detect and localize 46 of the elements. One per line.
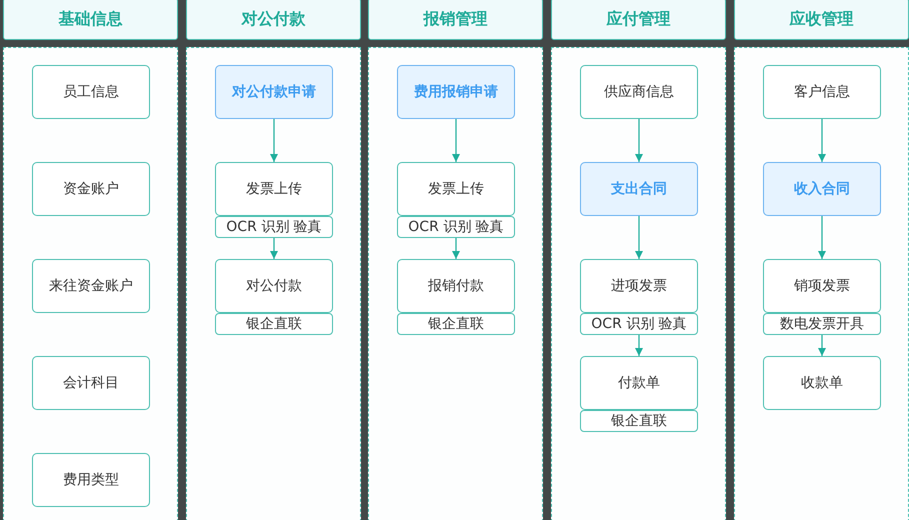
process-box: 报销付款	[397, 259, 515, 313]
arrow	[818, 119, 826, 162]
process-box: 客户信息	[763, 65, 881, 119]
column-header: 应收管理	[734, 0, 909, 40]
process-box: 资金账户	[32, 162, 150, 216]
swimlane-panel	[186, 47, 361, 520]
process-box: 销项发票	[763, 259, 881, 313]
process-box: 进项发票	[580, 259, 698, 313]
swimlane-panel	[551, 47, 726, 520]
process-box: 收款单	[763, 356, 881, 410]
highlighted-process-box: 支出合同	[580, 162, 698, 216]
process-box: 对公付款	[215, 259, 333, 313]
arrow	[270, 238, 278, 259]
process-box: 发票上传	[215, 162, 333, 216]
process-box: 员工信息	[32, 65, 150, 119]
arrow	[635, 119, 643, 162]
highlighted-process-box: 收入合同	[763, 162, 881, 216]
arrow	[270, 119, 278, 162]
swimlane-panel	[3, 47, 178, 520]
column-header: 对公付款	[186, 0, 361, 40]
column-header: 基础信息	[3, 0, 178, 40]
arrow	[635, 216, 643, 259]
arrow	[635, 335, 643, 356]
process-box: 供应商信息	[580, 65, 698, 119]
process-box: 发票上传	[397, 162, 515, 216]
process-tag: OCR 识别 验真	[397, 216, 515, 238]
process-tag: OCR 识别 验真	[580, 313, 698, 335]
process-box: 会计科目	[32, 356, 150, 410]
arrow	[818, 216, 826, 259]
process-tag: 数电发票开具	[763, 313, 881, 335]
process-box: 来往资金账户	[32, 259, 150, 313]
process-tag: 银企直联	[215, 313, 333, 335]
highlighted-process-box: 费用报销申请	[397, 65, 515, 119]
arrow	[818, 335, 826, 356]
process-box: 费用类型	[32, 453, 150, 507]
process-tag: 银企直联	[580, 410, 698, 432]
highlighted-process-box: 对公付款申请	[215, 65, 333, 119]
process-tag: 银企直联	[397, 313, 515, 335]
swimlane-panel	[368, 47, 543, 520]
column-header: 应付管理	[551, 0, 726, 40]
column-header: 报销管理	[368, 0, 543, 40]
arrow	[452, 238, 460, 259]
process-box: 付款单	[580, 356, 698, 410]
arrow	[452, 119, 460, 162]
swimlane-panel	[734, 47, 909, 520]
process-tag: OCR 识别 验真	[215, 216, 333, 238]
